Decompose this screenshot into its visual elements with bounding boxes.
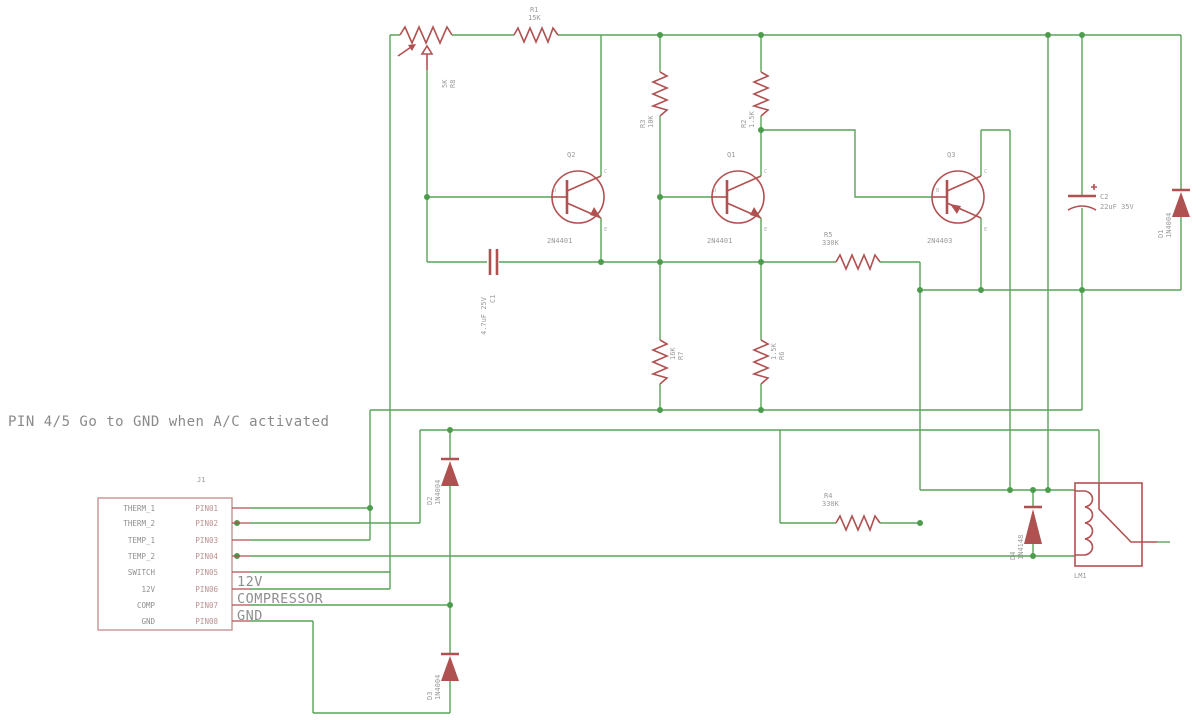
q1-emitter-label: E: [764, 227, 767, 233]
q1-base-label: B: [713, 188, 717, 194]
q2-emitter-label: E: [604, 227, 607, 233]
c2-value: 22uF 35V: [1100, 203, 1135, 211]
q1-designator: Q1: [727, 151, 735, 159]
pot-value: 5K: [441, 79, 449, 88]
c2-designator: C2: [1100, 193, 1108, 201]
r5-designator: R5: [824, 231, 832, 239]
net-label-gnd: GND: [237, 608, 263, 624]
r3-value: 10K: [647, 115, 655, 128]
q2-collector-label: C: [604, 169, 607, 175]
resistor-r2: R2 1.5K: [740, 71, 771, 128]
q3-designator: Q3: [947, 151, 955, 159]
q1-collector-label: C: [764, 169, 767, 175]
connector-j1: J1 THERM_1 PIN01 THERM_2 PIN02 TEMP_1 PI…: [97, 476, 250, 631]
net-label-12v: 12V: [237, 574, 263, 590]
j1-pin2-name: THERM_2: [123, 519, 155, 528]
j1-pin7-number: PIN07: [195, 601, 218, 610]
r1-designator: R1: [530, 6, 538, 14]
pot-designator: R8: [449, 80, 457, 88]
j1-pin4-number: PIN04: [195, 552, 218, 561]
j1-pin5-number: PIN05: [195, 568, 218, 577]
j1-pin4-name: TEMP_2: [128, 552, 155, 561]
q3-collector-label: C: [984, 169, 987, 175]
q3-base-label: B: [936, 188, 940, 194]
resistor-r3: R3 10K: [639, 71, 670, 128]
j1-pin6-number: PIN06: [195, 585, 218, 594]
q2-designator: Q2: [567, 151, 575, 159]
r2-designator: R2: [740, 120, 748, 128]
r6-value: 1.5K: [770, 342, 778, 360]
c1-designator: C1: [489, 295, 497, 303]
diode-d4: D4 1N4148: [1009, 505, 1042, 560]
r1-value: 15K: [528, 14, 541, 22]
q2-base-label: B: [553, 188, 557, 194]
j1-pin1-name: THERM_1: [123, 504, 155, 513]
d2-designator: D2: [426, 497, 434, 505]
j1-pin3-name: TEMP_1: [128, 536, 155, 545]
resistor-r6: 1.5K R6: [751, 339, 786, 385]
q3-part: 2N4403: [927, 237, 952, 245]
diode-d2: D2 1N4004: [426, 457, 459, 505]
transistor-q1: Q1 2N4401 C B E: [707, 151, 767, 245]
resistor-r5: R5 330K: [822, 231, 881, 272]
r7-value: 16K: [669, 347, 677, 360]
j1-pin7-name: COMP: [137, 601, 156, 610]
diode-d1: D1 1N4004: [1157, 188, 1190, 238]
transistor-q3: Q3 2N4403 C B E: [927, 151, 987, 245]
j1-pin8-number: PIN08: [195, 617, 218, 626]
d2-part: 1N4004: [434, 480, 442, 505]
j1-designator: J1: [197, 476, 205, 484]
d1-designator: D1: [1157, 230, 1165, 238]
junction-dots: [234, 32, 1085, 608]
d4-part: 1N4148: [1017, 535, 1025, 560]
potentiometer-r8: 5K R8: [397, 25, 457, 88]
transistor-q2: Q2 2N4401 C B E: [547, 151, 607, 245]
r4-designator: R4: [824, 492, 832, 500]
wires: [250, 34, 1182, 714]
net-label-compressor: COMPRESSOR: [237, 591, 324, 607]
j1-pin6-name: 12V: [141, 585, 155, 594]
resistor-r4: R4 330K: [822, 492, 881, 533]
annotation-text: PIN 4/5 Go to GND when A/C activated: [8, 414, 329, 430]
j1-pin-stubs: [232, 507, 250, 622]
j1-pin2-number: PIN02: [195, 519, 218, 528]
r4-value: 330K: [822, 500, 840, 508]
r6-designator: R6: [778, 352, 786, 360]
j1-pin1-number: PIN01: [195, 504, 218, 513]
j1-pin5-name: SWITCH: [128, 568, 156, 577]
c1-value: 4.7uF 25V: [480, 296, 488, 335]
d4-designator: D4: [1009, 552, 1017, 560]
resistor-r1: R1 15K: [513, 6, 559, 45]
q3-emitter-label: E: [984, 227, 987, 233]
j1-pin8-name: GND: [141, 617, 155, 626]
r7-designator: R7: [677, 352, 685, 360]
q2-part: 2N4401: [547, 237, 572, 245]
capacitor-c1: 4.7uF 25V C1: [480, 249, 499, 335]
j1-pin3-number: PIN03: [195, 536, 218, 545]
d3-designator: D3: [426, 692, 434, 700]
resistor-r7: 16K R7: [650, 339, 685, 385]
relay-designator: LM1: [1074, 572, 1087, 580]
d3-part: 1N4004: [434, 675, 442, 700]
diode-d3: D3 1N4004: [426, 652, 459, 700]
capacitor-c2: C2 22uF 35V: [1067, 184, 1135, 211]
q1-part: 2N4401: [707, 237, 732, 245]
relay-lm1: LM1: [1074, 482, 1157, 580]
r5-value: 330K: [822, 239, 840, 247]
r3-designator: R3: [639, 120, 647, 128]
r2-value: 1.5K: [748, 110, 756, 128]
d1-part: 1N4004: [1165, 213, 1173, 238]
